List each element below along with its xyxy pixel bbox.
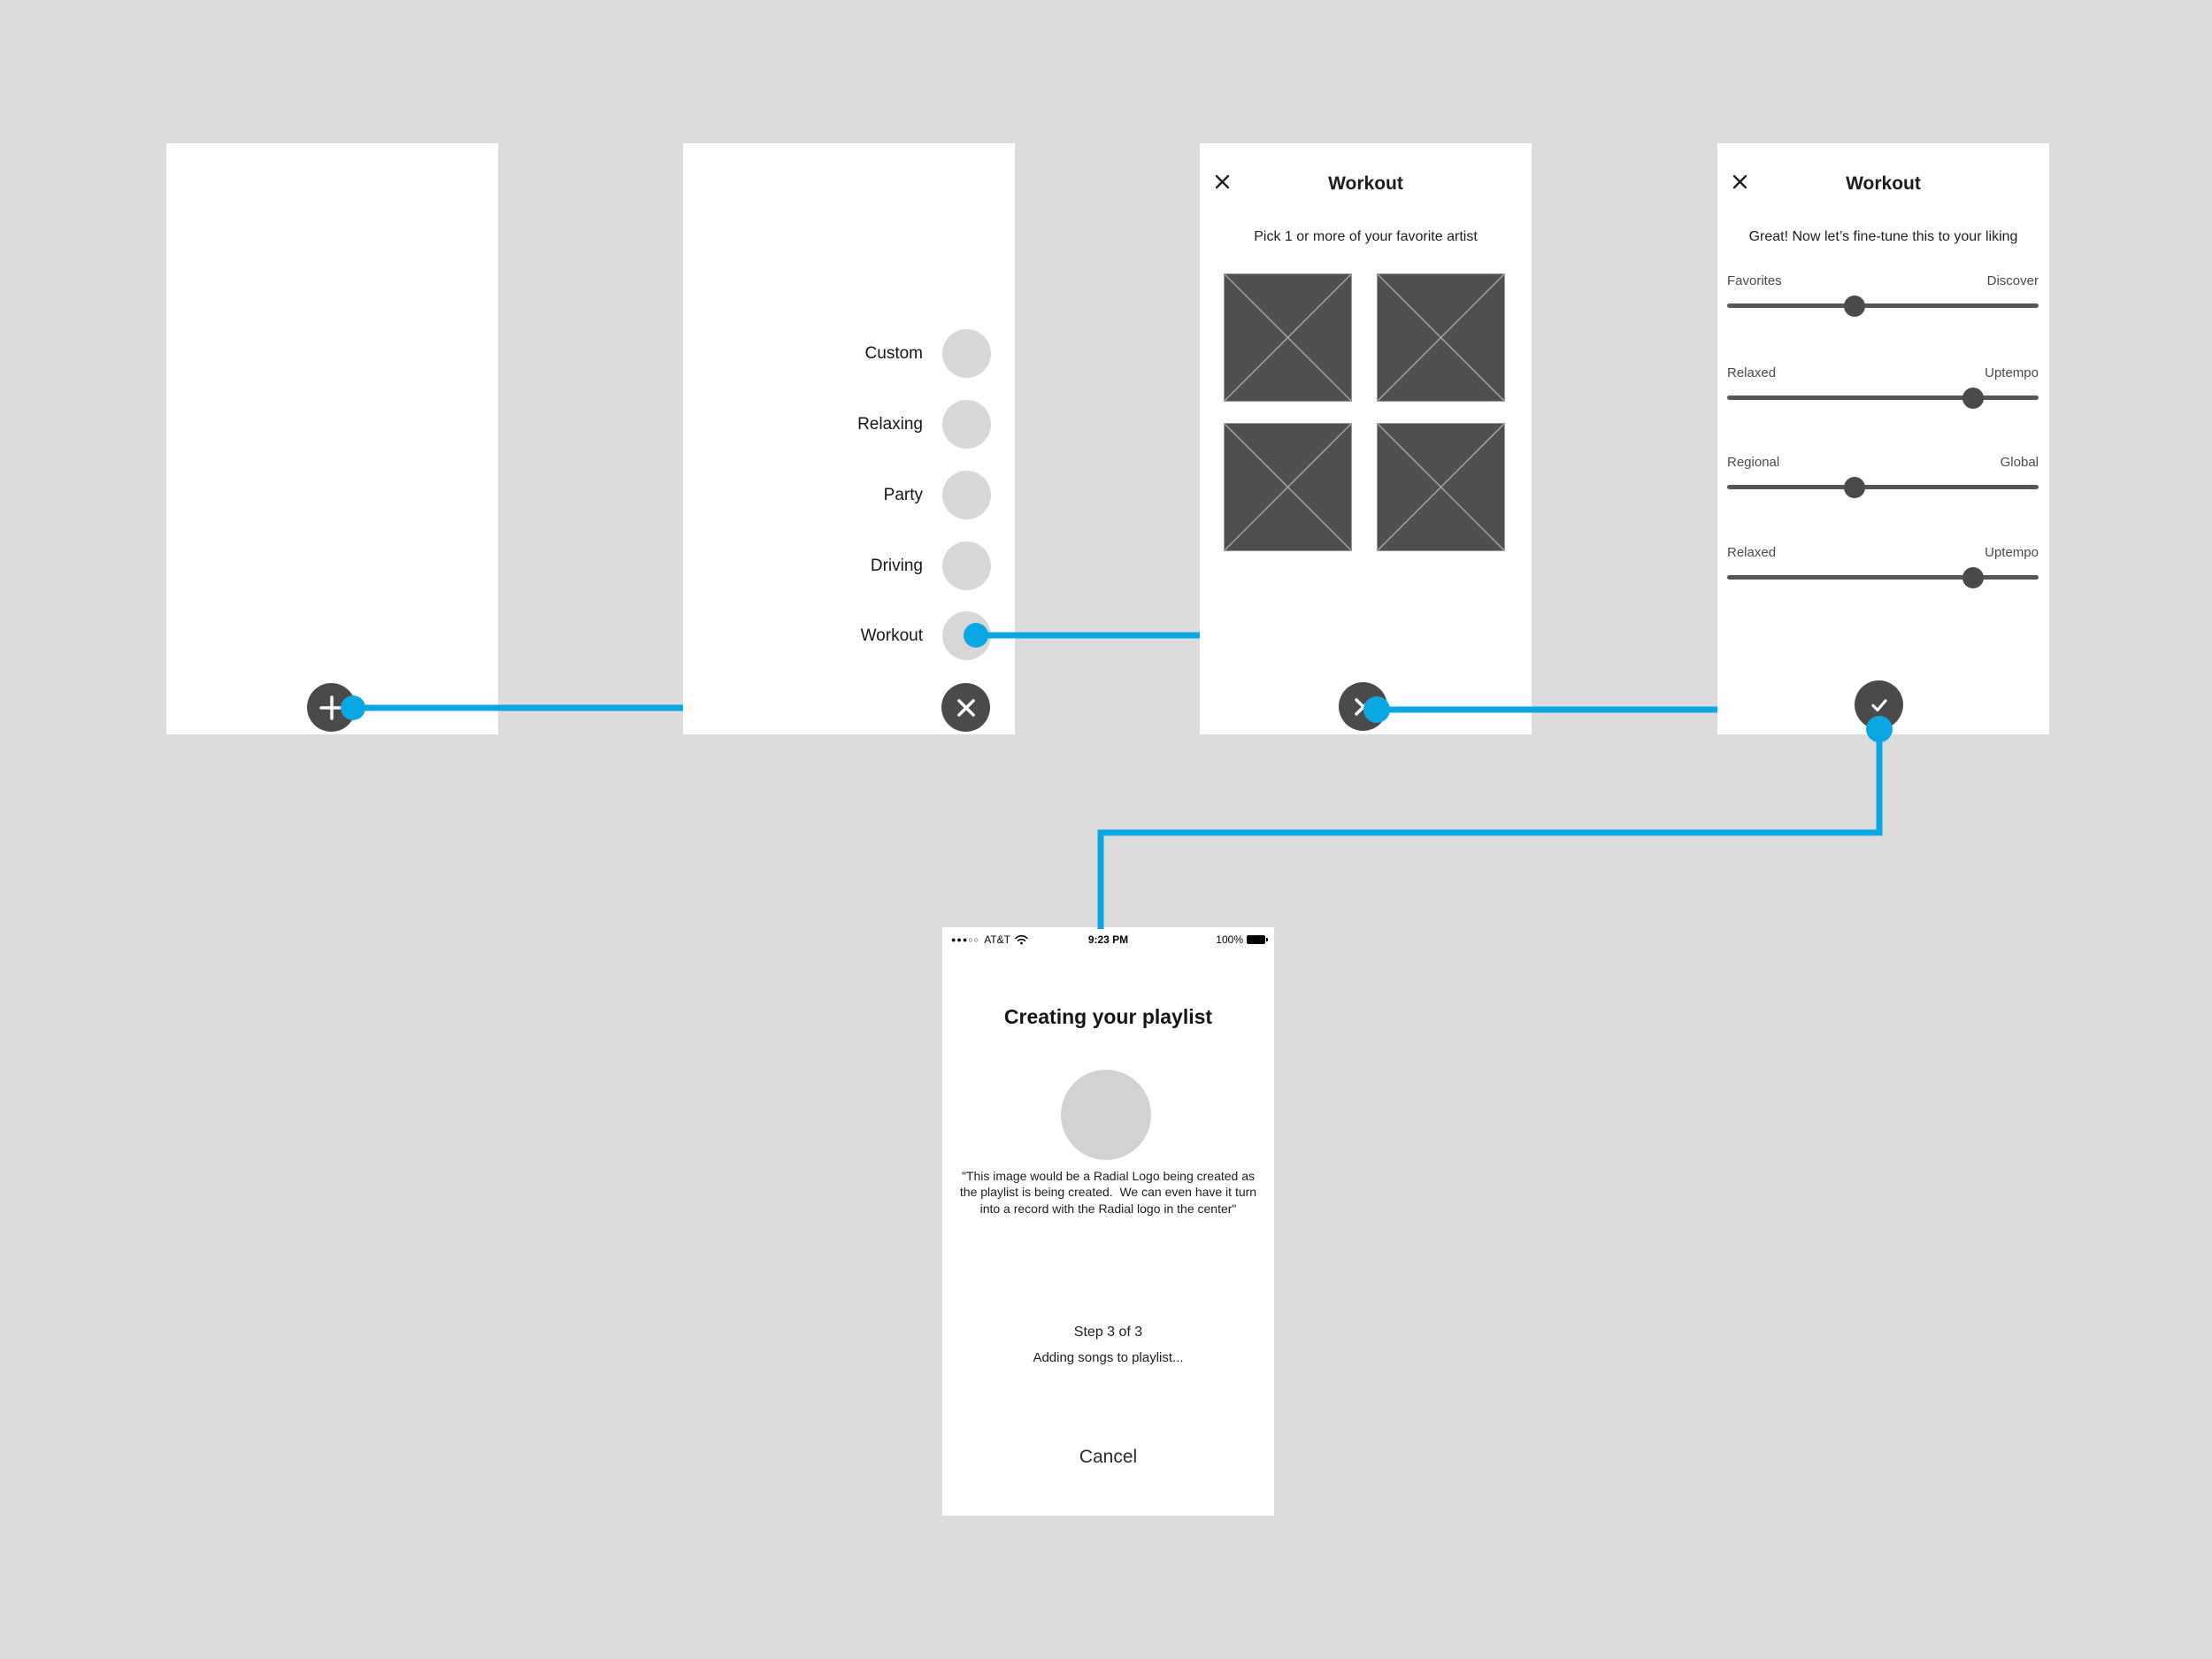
done-button[interactable] [1855, 680, 1903, 729]
close-icon [1215, 174, 1229, 188]
screen-categories: Custom Relaxing Party Driving Workout [683, 143, 1015, 734]
artist-image-placeholder[interactable] [1377, 423, 1505, 551]
slider-track[interactable] [1727, 387, 2039, 409]
slider-thumb[interactable] [1962, 566, 1985, 588]
slider-left-label: Relaxed [1727, 545, 1777, 560]
category-select-circle[interactable] [942, 471, 991, 519]
screen-title: Workout [1328, 173, 1403, 194]
status-bar-right: 100% [1216, 933, 1268, 946]
page-title: Creating your playlist [1003, 1005, 1213, 1028]
artist-image-placeholder[interactable] [1224, 423, 1352, 551]
category-row-relaxing: Relaxing [683, 400, 1015, 449]
category-label: Party [883, 485, 923, 504]
category-row-workout: Workout [683, 611, 1015, 660]
category-label: Custom [864, 343, 923, 363]
slider-thumb[interactable] [1844, 295, 1866, 317]
category-row-custom: Custom [683, 329, 1015, 378]
close-icon [1732, 174, 1747, 188]
image-placeholder-x-icon [1225, 424, 1351, 550]
screen-artist-picker: Workout Pick 1 or more of your favorite … [1200, 143, 1532, 734]
dismiss-button[interactable] [1339, 682, 1387, 731]
category-select-circle[interactable] [942, 329, 991, 378]
slider-relaxed-uptempo-1: Relaxed Uptempo [1727, 365, 2039, 409]
slider-track[interactable] [1727, 476, 2039, 498]
slider-left-label: Favorites [1727, 273, 1782, 288]
slider-right-label: Uptempo [1985, 545, 2039, 560]
progress-status-text: Adding songs to playlist... [1033, 1350, 1184, 1365]
artist-image-placeholder[interactable] [1377, 273, 1505, 402]
slider-right-label: Global [2000, 455, 2039, 470]
screen-subtitle: Pick 1 or more of your favorite artist [1254, 229, 1478, 244]
close-button[interactable] [1208, 167, 1236, 196]
image-placeholder-x-icon [1378, 424, 1504, 550]
plus-icon [319, 695, 344, 720]
battery-icon [1247, 935, 1268, 944]
battery-percent-label: 100% [1216, 933, 1243, 946]
clock-label: 9:23 PM [1087, 933, 1129, 946]
step-indicator: Step 3 of 3 [1073, 1325, 1143, 1340]
status-bar-left: ●●●○○ AT&T [951, 933, 1028, 946]
slider-regional-global: Regional Global [1727, 455, 2039, 498]
screen-title: Workout [1846, 173, 1921, 194]
category-label: Relaxing [857, 414, 923, 434]
designer-note: "This image would be a Radial Logo being… [959, 1169, 1260, 1216]
category-row-driving: Driving [683, 541, 1015, 590]
slider-right-label: Discover [1986, 273, 2039, 288]
image-placeholder-x-icon [1225, 274, 1351, 401]
slider-relaxed-uptempo-2: Relaxed Uptempo [1727, 545, 2039, 588]
carrier-label: AT&T [984, 933, 1010, 946]
add-playlist-button[interactable] [307, 683, 356, 732]
slider-thumb[interactable] [1962, 387, 1985, 409]
slider-track[interactable] [1727, 295, 2039, 317]
category-label: Workout [860, 626, 923, 645]
screen-blank [166, 143, 498, 734]
screen-fine-tune: Workout Great! Now let’s fine-tune this … [1717, 143, 2049, 734]
category-row-party: Party [683, 471, 1015, 519]
category-label: Driving [870, 556, 923, 575]
radial-logo-placeholder [1061, 1070, 1151, 1160]
close-icon [1354, 697, 1372, 716]
signal-strength-icon: ●●●○○ [951, 935, 980, 944]
slider-left-label: Relaxed [1727, 365, 1777, 380]
slider-thumb[interactable] [1844, 476, 1866, 498]
close-icon [956, 698, 975, 717]
slider-track[interactable] [1727, 566, 2039, 588]
check-icon [1870, 698, 1887, 711]
close-button[interactable] [941, 683, 990, 732]
cancel-button[interactable]: Cancel [942, 1446, 1274, 1469]
category-select-circle[interactable] [942, 400, 991, 449]
slider-right-label: Uptempo [1985, 365, 2039, 380]
flow-line-finetune-to-progress [1097, 729, 1883, 929]
close-button[interactable] [1725, 167, 1754, 196]
category-select-circle-workout[interactable] [942, 611, 991, 660]
screen-subtitle: Great! Now let’s fine-tune this to your … [1748, 229, 2018, 244]
artist-image-placeholder[interactable] [1224, 273, 1352, 402]
slider-favorites-discover: Favorites Discover [1727, 273, 2039, 317]
wifi-icon [1015, 934, 1028, 944]
status-bar: ●●●○○ AT&T 9:23 PM 100% [942, 932, 1274, 948]
screen-creating-playlist: ●●●○○ AT&T 9:23 PM 100% Creating your pl… [942, 927, 1274, 1516]
slider-left-label: Regional [1727, 455, 1780, 470]
category-select-circle[interactable] [942, 541, 991, 590]
image-placeholder-x-icon [1378, 274, 1504, 401]
